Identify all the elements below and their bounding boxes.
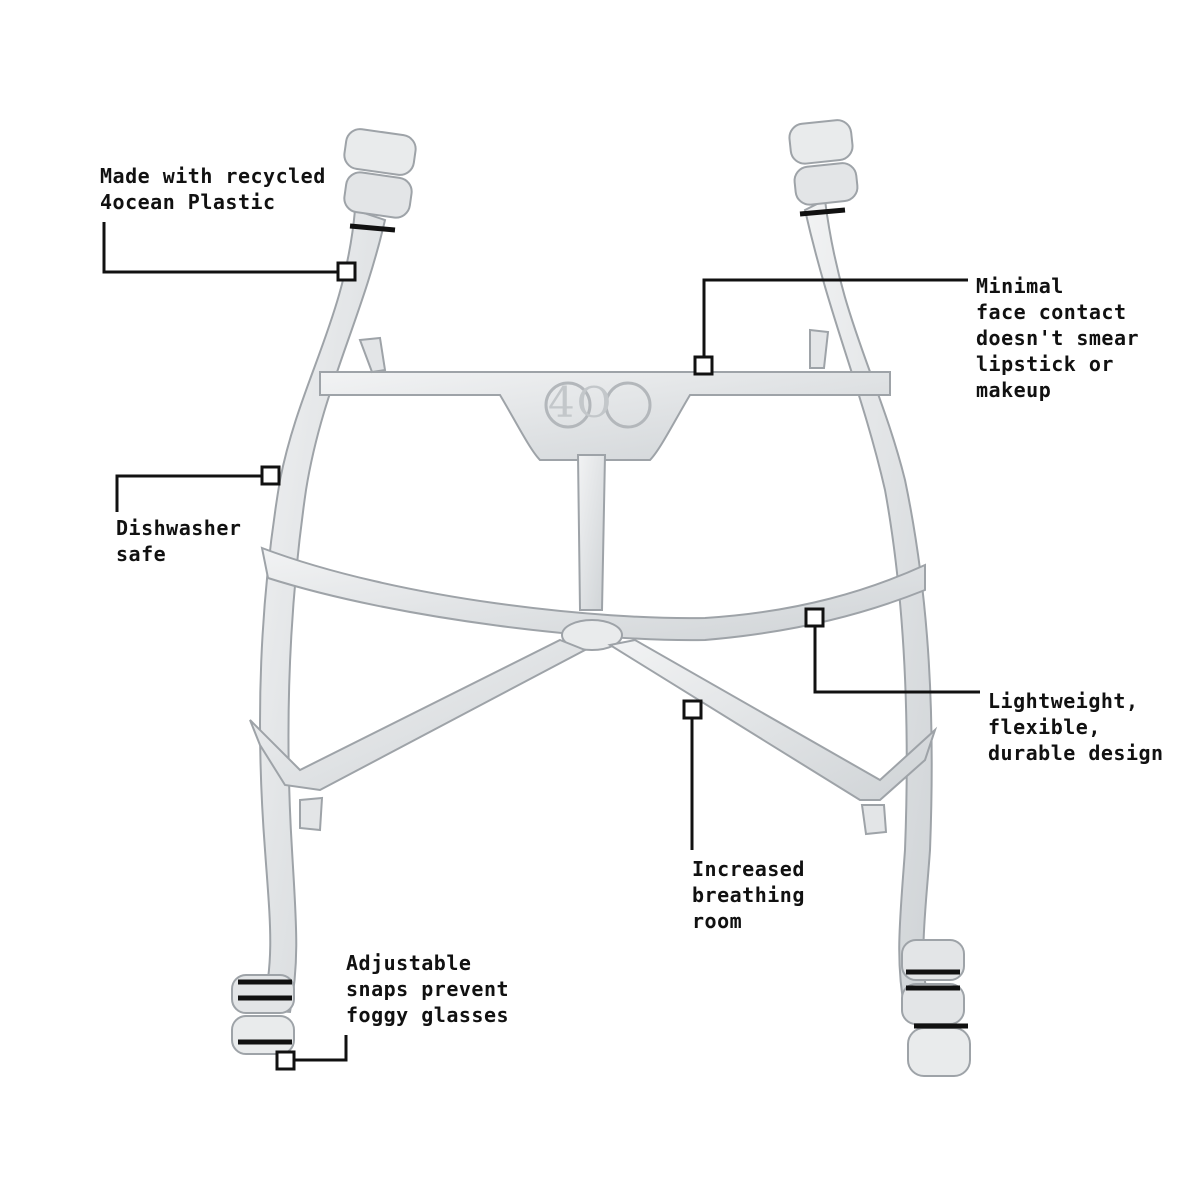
top-crossbar bbox=[319, 371, 891, 461]
leader-recycled bbox=[102, 222, 338, 274]
callout-lightweight-line-2: flexible, bbox=[988, 715, 1101, 739]
left-strap-arm bbox=[259, 208, 387, 1014]
callout-breathing: Increased breathing room bbox=[692, 856, 805, 934]
callout-recycled-line-2: 4ocean Plastic bbox=[100, 190, 276, 214]
leader-lines bbox=[102, 222, 980, 1062]
callout-snaps-line-3: foggy glasses bbox=[346, 1003, 510, 1027]
top-right-clip bbox=[788, 119, 859, 217]
callout-recycled-line-1: Made with recycled bbox=[100, 164, 326, 188]
logo-text: 4O bbox=[548, 378, 614, 427]
callout-face-contact-line-1: Minimal bbox=[976, 274, 1064, 298]
middle-curved-bar bbox=[260, 546, 926, 642]
top-right-hook bbox=[809, 328, 830, 369]
callout-snaps: Adjustable snaps prevent foggy glasses bbox=[346, 950, 509, 1028]
lower-right-hook bbox=[860, 804, 888, 836]
top-left-clip bbox=[343, 128, 417, 233]
callout-face-contact-line-5: makeup bbox=[976, 378, 1052, 402]
callout-dishwasher-line-2: safe bbox=[116, 542, 167, 566]
central-stem bbox=[576, 454, 607, 611]
marker-recycled bbox=[336, 261, 357, 282]
callout-face-contact-line-4: lipstick or bbox=[976, 352, 1114, 376]
bottom-right-clip bbox=[901, 939, 971, 1077]
callout-recycled: Made with recycled 4ocean Plastic bbox=[100, 163, 326, 215]
callout-snaps-line-1: Adjustable bbox=[346, 951, 472, 975]
callout-dishwasher-line-1: Dishwasher bbox=[116, 516, 242, 540]
marker-snaps bbox=[275, 1050, 296, 1071]
top-left-hook bbox=[358, 336, 387, 374]
callout-markers bbox=[260, 261, 825, 1071]
leader-dishwasher bbox=[115, 474, 262, 512]
lower-right-diagonal bbox=[607, 638, 938, 801]
callout-lightweight-line-1: Lightweight, bbox=[988, 689, 1139, 713]
callout-breathing-line-1: Increased bbox=[692, 857, 805, 881]
marker-lightweight bbox=[804, 607, 825, 628]
leader-snaps bbox=[294, 1035, 348, 1062]
marker-breathing bbox=[682, 699, 703, 720]
lower-left-hook bbox=[299, 796, 324, 832]
callout-lightweight-line-3: durable design bbox=[988, 741, 1164, 765]
callout-breathing-line-2: breathing bbox=[692, 883, 805, 907]
callout-breathing-line-3: room bbox=[692, 909, 743, 933]
marker-face-contact bbox=[693, 355, 714, 376]
leader-face-contact bbox=[702, 278, 968, 356]
callout-dishwasher: Dishwasher safe bbox=[116, 515, 241, 567]
callout-lightweight: Lightweight, flexible, durable design bbox=[988, 688, 1164, 766]
bottom-left-clip bbox=[231, 974, 295, 1055]
leader-lightweight bbox=[813, 626, 980, 694]
logo-plate bbox=[544, 381, 652, 429]
lower-left-diagonal bbox=[249, 638, 588, 792]
callout-snaps-line-2: snaps prevent bbox=[346, 977, 510, 1001]
callout-face-contact-line-3: doesn't smear bbox=[976, 326, 1140, 350]
center-hub bbox=[561, 619, 623, 651]
callout-face-contact: Minimal face contact doesn't smear lipst… bbox=[976, 273, 1139, 403]
marker-dishwasher bbox=[260, 465, 281, 486]
callout-face-contact-line-2: face contact bbox=[976, 300, 1127, 324]
